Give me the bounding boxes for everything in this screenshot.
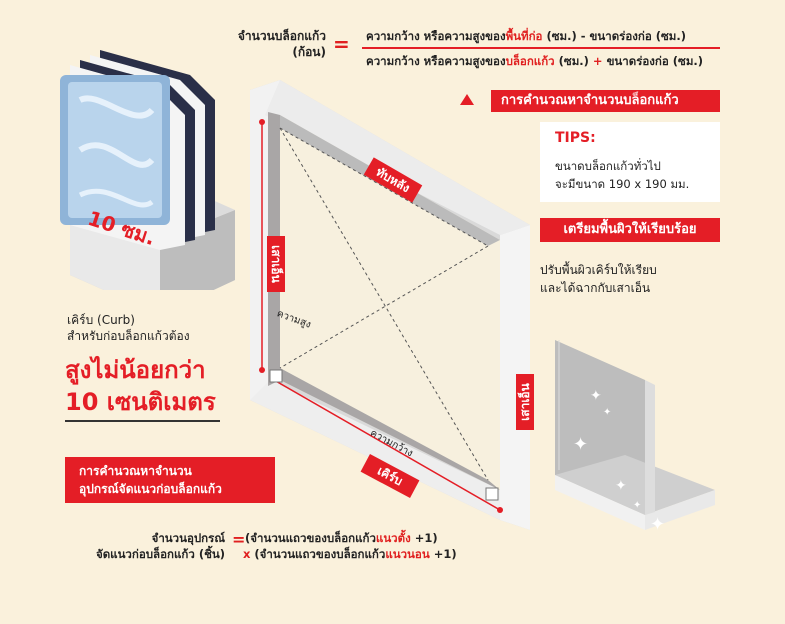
tips-line-2: จะมีขนาด 190 x 190 มม. — [555, 177, 690, 191]
plus-sign: + — [588, 54, 607, 68]
curb-note-big-1: สูงไม่น้อยกว่า — [65, 356, 206, 384]
numerator-part-c: (ซม.) - ขนาดร่องก่อ (ซม.) — [542, 29, 687, 43]
tips-title: TIPS: — [555, 130, 596, 146]
equip-title-line-2: อุปกรณ์จัดแนวก่อบล็อกแก้ว — [79, 482, 222, 496]
denominator-part-d: ขนาดร่องก่อ (ซม.) — [606, 54, 704, 68]
equip-rhs-1c: +1) — [410, 531, 438, 545]
curb-note-underline — [65, 420, 220, 422]
equip-title-line-1: การคำนวณหาจำนวน — [79, 464, 192, 478]
numerator-highlight: พื้นที่ก่อ — [505, 29, 543, 43]
svg-text:✦: ✦ — [603, 407, 611, 418]
svg-text:✦: ✦ — [650, 514, 665, 535]
equals-sign: = — [333, 32, 350, 56]
numerator-part-a: ความกว้าง หรือความสูงของ — [366, 29, 506, 43]
denominator-part-c: (ซม.) — [554, 54, 589, 68]
equip-rhs-1a: (จำนวนแถวของบล็อกแก้ว — [245, 531, 376, 545]
equip-calc-title: การคำนวณหาจำนวน อุปกรณ์จัดแนวก่อบล็อกแก้… — [65, 457, 275, 503]
denominator-part-a: ความกว้าง หรือความสูงของ — [366, 54, 506, 68]
svg-text:✦: ✦ — [573, 434, 588, 455]
equip-lhs-line-1: จำนวนอุปกรณ์ — [151, 531, 225, 545]
multiply-sign: x — [243, 547, 251, 561]
fraction-line — [362, 47, 720, 49]
frame-diagram — [250, 80, 530, 530]
equip-rhs-2b: แนวนอน — [385, 547, 430, 561]
tips-box: TIPS: ขนาดบล็อกแก้วทั่วไป จะมีขนาด 190 x… — [540, 122, 720, 202]
prepare-line-1: ปรับพื้นผิวเคิร์บให้เรียบ — [540, 263, 657, 277]
equip-rhs-2c: +1) — [429, 547, 457, 561]
glass-block-illustration — [60, 50, 235, 290]
equip-rhs-2a: (จำนวนแถวของบล็อกแก้ว — [250, 547, 386, 561]
formula-numerator: ความกว้าง หรือความสูงของพื้นที่ก่อ (ซม.)… — [366, 28, 686, 44]
curb-note-line-2: สำหรับก่อบล็อกแก้วต้อง — [67, 329, 190, 343]
curb-note-big-2: 10 เซนติเมตร — [65, 388, 216, 416]
equip-rhs-line-2: x (จำนวนแถวของบล็อกแก้วแนวนอน +1) — [243, 546, 457, 562]
equip-equals-sign: = — [232, 530, 246, 549]
formula-denominator: ความกว้าง หรือความสูงของบล็อกแก้ว (ซม.) … — [366, 53, 703, 69]
curb-note-line-1: เคิร์บ (Curb) — [67, 313, 135, 327]
svg-text:✦: ✦ — [633, 500, 641, 511]
frame-label-left: เสาเอ็น — [267, 236, 285, 292]
denominator-highlight: บล็อกแก้ว — [505, 54, 555, 68]
calc-block-title: การคำนวณหาจำนวนบล็อกแก้ว — [491, 90, 720, 112]
svg-text:✦: ✦ — [590, 388, 602, 404]
glass-block-count-label: จำนวนบล็อกแก้ว (ก้อน) — [237, 29, 326, 59]
prepare-line-2: และได้ฉากกับเสาเอ็น — [540, 281, 651, 295]
prepared-surface-illustration: ✦ ✦ ✦ ✦ ✦ ✦ — [555, 340, 715, 535]
equip-rhs-1b: แนวตั้ง — [375, 531, 411, 545]
svg-text:✦: ✦ — [615, 478, 627, 494]
prepare-surface-title: เตรียมพื้นผิวให้เรียบร้อย — [540, 218, 720, 242]
triangle-icon — [460, 94, 474, 105]
frame-label-right: เสาเอ็น — [516, 374, 534, 430]
equip-rhs-line-1: (จำนวนแถวของบล็อกแก้วแนวตั้ง +1) — [245, 530, 438, 546]
tips-line-1: ขนาดบล็อกแก้วทั่วไป — [555, 159, 661, 173]
equip-lhs-line-2: จัดแนวก่อบล็อกแก้ว (ชิ้น) — [95, 547, 225, 561]
